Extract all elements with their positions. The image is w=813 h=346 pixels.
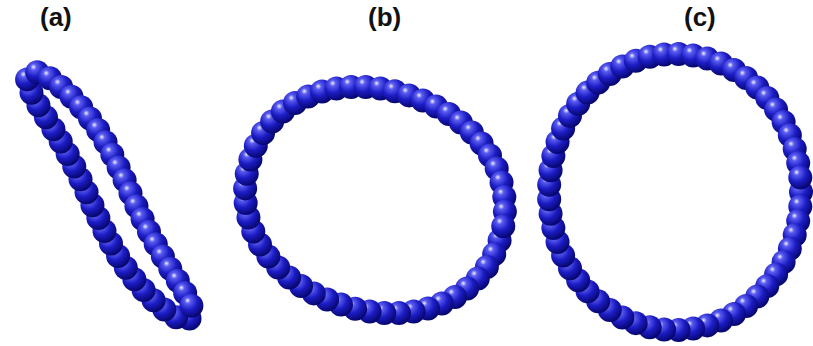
panel-label: (c) [684,4,716,30]
bead-ring [15,60,203,330]
bead-ring-group [15,42,813,342]
panel-label: (b) [368,4,401,30]
panel-label: (a) [40,4,72,30]
bead-ring [537,42,813,342]
bead [179,294,203,318]
bead [788,165,812,189]
bead [491,214,515,238]
bead-ring [233,75,517,325]
